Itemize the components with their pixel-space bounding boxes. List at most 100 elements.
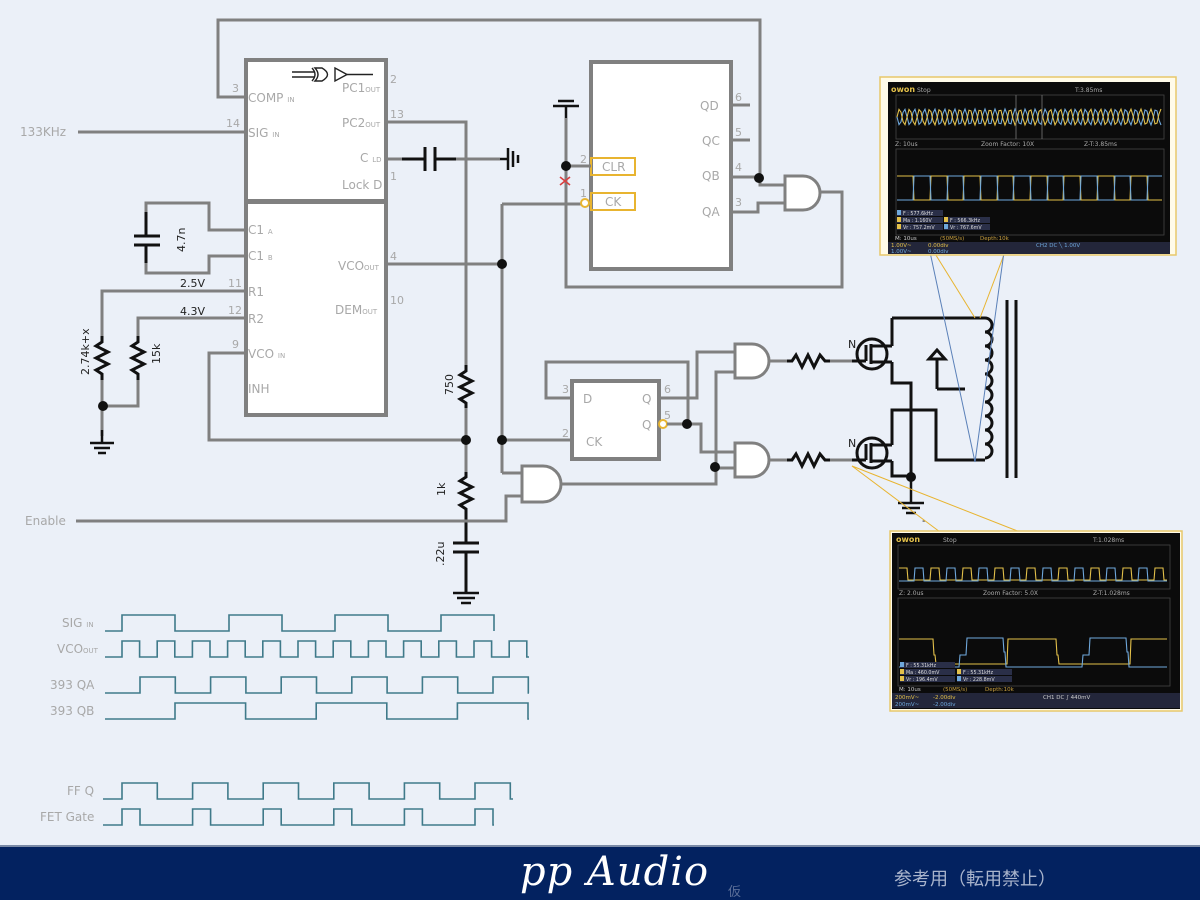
wire-r1 bbox=[100, 289, 246, 336]
wire-qbar-and-bottom bbox=[667, 422, 735, 454]
pin-num-d: 3 bbox=[562, 383, 569, 396]
scope-measure-text: F : 566.3kHz bbox=[950, 218, 981, 224]
junction-dot bbox=[710, 462, 720, 472]
scope-channel-badge bbox=[900, 676, 904, 681]
scope-measure-text: Vr : 228.8mV bbox=[963, 677, 995, 683]
scope-sample: (50MS/s) bbox=[940, 236, 964, 242]
scope-measure-text: Vr : 757.2mV bbox=[903, 225, 935, 231]
input-label-enable: Enable bbox=[25, 514, 66, 528]
pin-label-qbar: Q bbox=[642, 418, 651, 432]
pin-num-ffck: 2 bbox=[562, 427, 569, 440]
pin-num-pc2: 13 bbox=[390, 108, 404, 121]
pin-num-comp: 3 bbox=[232, 82, 239, 95]
scope-channel-badge bbox=[900, 662, 904, 667]
resistor-gate-bottom-icon bbox=[787, 450, 830, 470]
scope-trace-ch2 bbox=[896, 107, 1162, 127]
scope-measure-box bbox=[944, 224, 990, 230]
and-gate-top bbox=[733, 342, 771, 380]
timing-label-vco-out: VCOOUT bbox=[57, 642, 99, 656]
scope-trace-ch2 bbox=[899, 567, 1167, 582]
scope-timebase: M: 10us bbox=[895, 236, 917, 242]
pin-label-d: D bbox=[583, 392, 592, 406]
timing-label-ffq: FF Q bbox=[67, 784, 94, 798]
pin-num-qa: 3 bbox=[735, 196, 742, 209]
timing-label-fet-gate: FET Gate bbox=[40, 810, 94, 824]
scope-channel-badge bbox=[944, 224, 948, 229]
scope-depth: Depth:10k bbox=[980, 236, 1010, 242]
scope-ch2-offset: -2.00div bbox=[933, 702, 956, 708]
cut-mark-icon bbox=[559, 176, 571, 186]
ic-74393: QD 6 QC 5 QB 4 QA 3 CLR 2 CK 1 bbox=[580, 60, 750, 271]
timing-label-qa: 393 QA bbox=[50, 678, 95, 692]
scope-channel-badge bbox=[944, 217, 948, 222]
ic-4046: 3 COMP IN 14 SIG IN 2 PC1OUT 13 PC2OUT C… bbox=[216, 18, 762, 417]
pin-label-qa: QA bbox=[702, 205, 720, 219]
pin-label-demout: DEMOUT bbox=[335, 303, 378, 317]
ground-icon bbox=[453, 591, 479, 605]
scope-depth: Depth:10k bbox=[985, 687, 1015, 693]
scope-zoom-timebase: Z: 10us bbox=[895, 141, 918, 148]
voltage-r2: 4.3V bbox=[180, 305, 205, 318]
pin-num-qbar: 5 bbox=[664, 409, 671, 422]
resistor-value-1k: 1k bbox=[435, 482, 448, 496]
timing-label-sig-in: SIG IN bbox=[62, 616, 94, 630]
mosfet-top-icon bbox=[852, 318, 894, 371]
scope-ch1: 1.00V~ bbox=[891, 243, 912, 249]
scope-channel-badge bbox=[957, 676, 961, 681]
capacitor-icon bbox=[423, 147, 437, 171]
oscilloscope-capture-top: owon Stop T:3.85ms Z: 10us Zoom Factor: … bbox=[879, 76, 1177, 256]
wire-q-and-top bbox=[660, 350, 735, 400]
ground-icon bbox=[898, 477, 924, 515]
scope-measure-box bbox=[944, 217, 990, 223]
wire-r2 bbox=[136, 316, 246, 336]
pin-label-q: Q bbox=[642, 392, 651, 406]
pin-label-c1b: C1 B bbox=[248, 249, 273, 263]
pin-label-inh: INH bbox=[248, 382, 270, 396]
wire-pc2-out bbox=[386, 120, 468, 365]
scope-trigger: CH1 DC ∫ 440mV bbox=[1043, 695, 1091, 701]
scope-measure-box bbox=[897, 217, 943, 223]
pin-label-ck: CK bbox=[605, 195, 622, 209]
wire-c1b bbox=[144, 250, 246, 275]
and-gate-reset bbox=[783, 174, 822, 212]
resistor-1k-icon bbox=[456, 472, 476, 514]
wire-r2-gnd bbox=[102, 380, 140, 408]
junction-dot bbox=[497, 435, 507, 445]
waveform-393-qa bbox=[105, 676, 530, 694]
resistor-icon bbox=[128, 336, 148, 380]
scope-channel-badge bbox=[897, 217, 901, 222]
pin-label-clr: CLR bbox=[602, 160, 625, 174]
cap-value-4.7n: 4.7n bbox=[175, 228, 188, 252]
inverter-bubble bbox=[658, 419, 668, 429]
scope-status: Stop bbox=[917, 87, 931, 94]
scope-measure-text: Ma : 460.0mV bbox=[906, 670, 940, 676]
inverter-bubble bbox=[580, 198, 590, 208]
scope-measure-text: Vr : 767.6mV bbox=[950, 225, 982, 231]
pin-num-qb: 4 bbox=[735, 161, 742, 174]
scope-sample: (50MS/s) bbox=[943, 687, 967, 693]
scope-measure-box bbox=[897, 224, 943, 230]
resistor-value-r2: 15k bbox=[150, 343, 163, 364]
scope-channel-badge bbox=[897, 224, 901, 229]
scope-measure-text: F : 55.31kHz bbox=[963, 670, 994, 676]
pin-num-pc1: 2 bbox=[390, 73, 397, 86]
cap-value-22u: .22u bbox=[434, 542, 447, 566]
pin-num-qc: 5 bbox=[735, 126, 742, 139]
scope-measure-text: F : 577.6kHz bbox=[903, 211, 934, 217]
pin-label-pc2: PC2OUT bbox=[342, 116, 381, 130]
pin-num-vcoout: 4 bbox=[390, 250, 397, 263]
ground-icon bbox=[500, 148, 520, 170]
scope-trigger-time: T:1.028ms bbox=[1092, 537, 1124, 544]
scope-channel-badge bbox=[957, 669, 961, 674]
scope-zoom-factor: Zoom Factor: 5.0X bbox=[983, 590, 1038, 597]
pin-num-r1: 11 bbox=[228, 277, 242, 290]
and-gate-enable bbox=[520, 464, 563, 504]
pin-label-lockd: Lock D bbox=[342, 178, 382, 192]
scope-measure-text: Ma : 1.160V bbox=[903, 218, 932, 224]
pin-num-q: 6 bbox=[664, 383, 671, 396]
wire-qa bbox=[731, 201, 785, 214]
pin-label-c1a: C1 A bbox=[248, 223, 273, 237]
pin-num-ck: 1 bbox=[580, 187, 587, 200]
mosfet-type-bottom: N bbox=[848, 437, 856, 450]
mosfet-bottom-icon bbox=[852, 436, 892, 470]
